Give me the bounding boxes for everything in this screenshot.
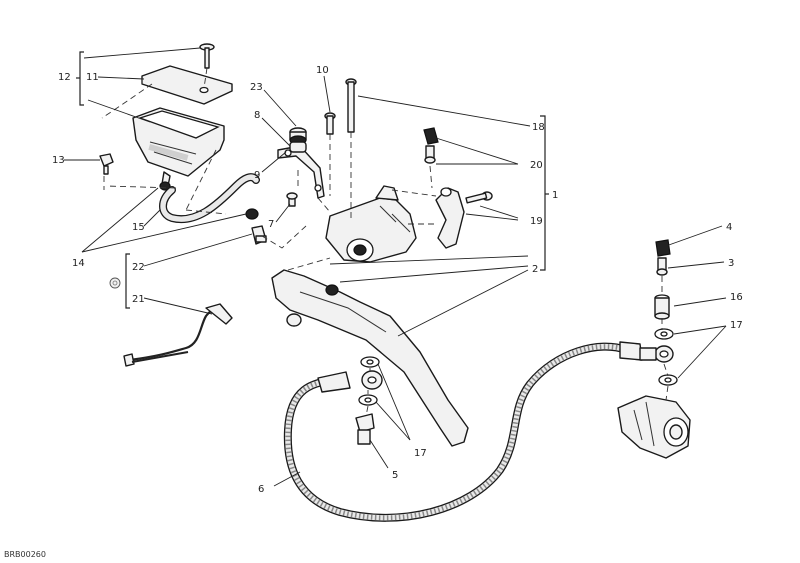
- assembly-dashed-lines: [101, 67, 669, 417]
- master-cylinder-body: [325, 185, 417, 263]
- label-21: 21: [132, 294, 145, 305]
- reservoir-mount-screw: [99, 153, 114, 175]
- reservoir-cover-screw: [199, 43, 215, 69]
- label-14: 14: [72, 258, 85, 269]
- label-5: 5: [392, 470, 398, 481]
- label-13: 13: [52, 155, 65, 166]
- bleeder-valve-right: [656, 257, 668, 276]
- bleeder-cap-top: [423, 127, 439, 145]
- label-8: 8: [254, 110, 260, 121]
- clutch-hose: [283, 342, 630, 522]
- screw-10: [324, 112, 336, 135]
- label-18: 18: [532, 122, 545, 133]
- washer-slave-lower: [658, 374, 678, 386]
- slave-cylinder: [617, 395, 691, 459]
- switch-cable-lower-wire: [131, 351, 189, 363]
- clamp-screw: [465, 191, 493, 204]
- label-2: 2: [532, 264, 538, 275]
- bleeder-cap-right: [655, 239, 671, 257]
- hose-banjo-lever-end: [317, 370, 383, 393]
- part-number-labels: 12 11 13 15 14 22 21 23 8 9 7 10 18 20 1…: [52, 65, 743, 495]
- group-bracket-12: [76, 51, 84, 106]
- banjo-bolt-slave: [654, 294, 670, 320]
- clutch-switch-cable: [123, 303, 233, 367]
- group-bracket-22: [125, 253, 130, 309]
- label-4: 4: [726, 222, 732, 233]
- label-15: 15: [132, 222, 145, 233]
- mirror-bracket: [277, 145, 325, 199]
- lever-pivot-nut: [325, 284, 339, 296]
- long-pivot-bolt: [345, 78, 357, 133]
- banjo-bolt: [355, 413, 375, 445]
- fluid-reservoir: [132, 107, 225, 187]
- hose-clip-lower: [245, 208, 259, 220]
- reservoir-cover: [141, 65, 233, 105]
- bleeder-valve-top: [424, 145, 436, 164]
- washer-slave-upper: [654, 328, 674, 340]
- label-11: 11: [86, 72, 99, 83]
- label-9: 9: [254, 170, 260, 181]
- label-22: 22: [132, 262, 145, 273]
- label-19: 19: [530, 216, 543, 227]
- label-16: 16: [730, 292, 743, 303]
- label-10: 10: [316, 65, 329, 76]
- leader-lines: [64, 47, 727, 487]
- hose-banjo-slave-end: [619, 341, 674, 363]
- handlebar-clamp: [435, 187, 465, 249]
- label-23: 23: [250, 82, 263, 93]
- label-3: 3: [728, 258, 734, 269]
- label-12: 12: [58, 72, 71, 83]
- washer-lever-lower: [358, 394, 378, 406]
- label-17-left: 17: [414, 448, 427, 459]
- group-bracket-1: [540, 115, 549, 271]
- label-17-right: 17: [730, 320, 743, 331]
- circled-reference-marker: [109, 277, 121, 289]
- label-20: 20: [530, 160, 543, 171]
- reservoir-hose: [159, 173, 260, 224]
- label-7: 7: [268, 219, 274, 230]
- label-1: 1: [552, 190, 558, 201]
- label-6: 6: [258, 484, 264, 495]
- bracket-screw: [286, 192, 298, 207]
- bracket-bush: [289, 141, 307, 153]
- diagram-code: BRB00260: [4, 550, 46, 559]
- washer-lever-upper: [360, 356, 380, 368]
- hose-fitting: [251, 225, 267, 245]
